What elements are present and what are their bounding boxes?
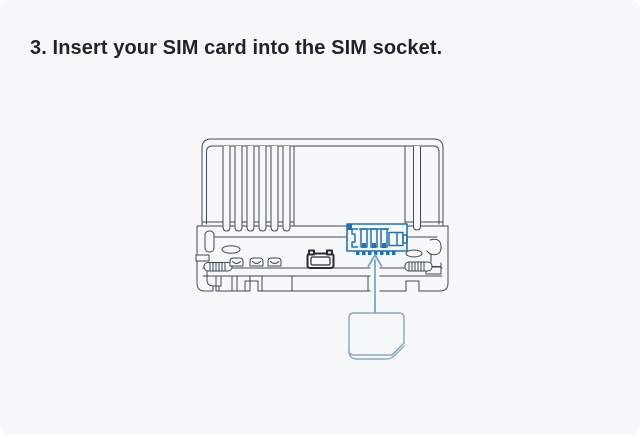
insert-arrow-icon	[367, 254, 383, 314]
left-screw	[203, 262, 233, 272]
sim-socket-highlight	[346, 223, 408, 255]
mounting-screws	[203, 261, 442, 272]
usb-port	[306, 249, 335, 269]
right-screw	[404, 261, 442, 272]
left-bracket-details	[195, 230, 241, 287]
step-title: 3. Insert your SIM card into the SIM soc…	[30, 37, 443, 59]
device-panel	[293, 145, 406, 227]
socket-pin-comb	[356, 251, 396, 255]
sim-card	[348, 312, 405, 360]
heatsink-fins	[222, 146, 421, 232]
antenna-connectors	[229, 257, 282, 267]
right-fin	[413, 146, 421, 231]
